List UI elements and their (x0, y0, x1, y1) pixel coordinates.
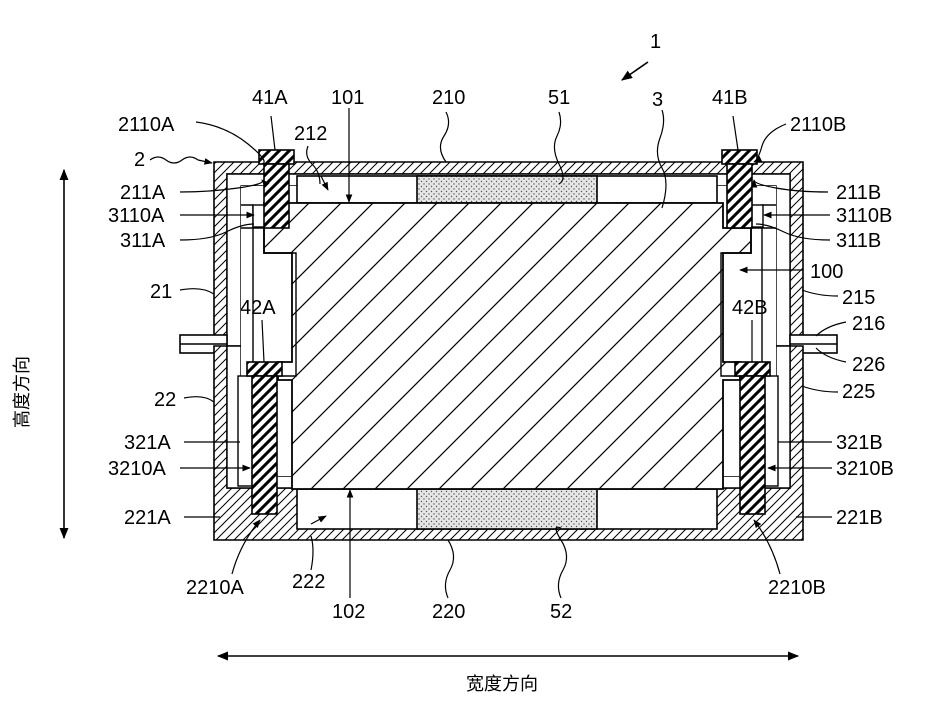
bottom-plate (297, 489, 717, 529)
label-211A: 211A (120, 182, 166, 204)
label-2110B: 2110B (790, 114, 846, 136)
label-51: 51 (548, 87, 570, 109)
label-42B: 42B (732, 297, 768, 319)
label-42A: 42A (240, 297, 276, 319)
label-216: 216 (852, 313, 885, 335)
label-221A: 221A (124, 507, 171, 529)
label-41B: 41B (712, 87, 748, 109)
label-3110A: 3110A (108, 205, 165, 227)
label-220: 220 (432, 601, 465, 623)
label-211B: 211B (836, 182, 881, 204)
label-222: 222 (292, 571, 325, 593)
label-311A: 311A (120, 230, 166, 252)
label-221B: 221B (836, 507, 883, 529)
label-52: 52 (550, 601, 572, 623)
label-3: 3 (652, 89, 663, 111)
label-2210A: 2210A (186, 577, 244, 599)
label-3110B: 3110B (836, 205, 892, 227)
label-3210A: 3210A (108, 458, 166, 480)
pad-52 (417, 489, 597, 529)
label-210: 210 (432, 87, 465, 109)
label-3210B: 3210B (836, 458, 894, 480)
label-2210B: 2210B (768, 577, 826, 599)
label-321A: 321A (124, 432, 171, 454)
pad-51 (417, 176, 597, 203)
axis-height-caption: 高度方向 (12, 356, 33, 428)
label-102: 102 (332, 601, 365, 623)
label-100: 100 (810, 261, 843, 283)
bolt-42A (247, 362, 282, 514)
label-225: 225 (842, 381, 875, 403)
top-plate (297, 176, 717, 203)
label-311B: 311B (836, 230, 881, 252)
label-321B: 321B (836, 432, 883, 454)
core-block (264, 203, 751, 489)
axis-width-caption: 宽度方向 (466, 674, 538, 695)
label-2: 2 (134, 149, 145, 171)
bolt-42B (735, 362, 770, 514)
label-212: 212 (294, 123, 327, 145)
bolt-41B (722, 150, 757, 228)
label-41A: 41A (252, 87, 288, 109)
label-215: 215 (842, 287, 875, 309)
label-101: 101 (331, 87, 364, 109)
label-1: 1 (650, 31, 661, 53)
label-22: 22 (154, 389, 176, 411)
label-2110A: 2110A (118, 114, 175, 136)
label-226: 226 (852, 354, 885, 376)
label-21: 21 (150, 281, 172, 303)
